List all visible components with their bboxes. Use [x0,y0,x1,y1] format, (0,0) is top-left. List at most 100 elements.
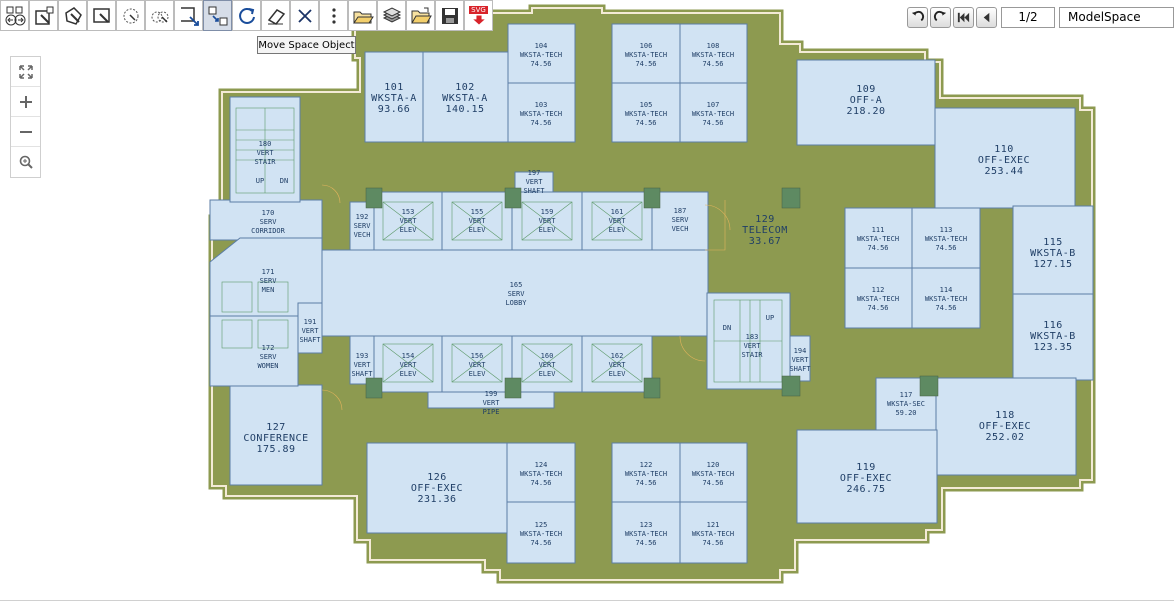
room-114[interactable] [911,267,981,329]
room-171[interactable] [209,237,323,317]
room-label-109-l2: OFF-A [850,95,883,106]
room-192[interactable] [349,201,375,251]
room-124[interactable] [506,442,576,503]
room-label-116-l3: 123.35 [1033,342,1072,353]
room-label-165-l1: 165 [510,281,523,289]
room-116[interactable] [1012,293,1094,381]
room-122[interactable] [611,442,681,503]
room-113[interactable] [911,207,981,269]
room-label-124-l3: 74.56 [530,479,551,487]
room-108[interactable] [679,23,748,84]
room-103[interactable] [507,82,576,143]
svg-export-icon: SVG [469,5,488,14]
room-119[interactable] [796,429,938,524]
room-label-171-l1: 171 [262,268,275,276]
zoom-window-button[interactable] [11,147,40,177]
room-label-101-l1: 101 [384,82,404,93]
rotate-button[interactable] [232,0,261,31]
room-165[interactable] [321,249,709,337]
room-109[interactable] [796,59,936,146]
page-indicator[interactable]: 1/2 [1001,7,1055,28]
room-label-192-l1: 192 [356,213,369,221]
room-label-197-l2: VERT [526,178,544,186]
room-102[interactable] [422,51,509,143]
redo-view-button[interactable] [930,7,951,28]
room-label-162-l3: ELEV [609,370,627,378]
room-123[interactable] [611,501,681,564]
room-label-193-l2: VERT [354,361,372,369]
draw-rect-button[interactable] [87,0,116,31]
open-file-button[interactable] [406,0,435,31]
save-button[interactable] [435,0,464,31]
room-label-112-l2: WKSTA-TECH [857,295,899,303]
room-127[interactable] [229,384,323,486]
room-118[interactable] [935,377,1077,476]
room-label-116-l1: 116 [1043,320,1063,331]
multi-circle-button[interactable] [145,0,174,31]
undo-redo-button[interactable] [0,0,29,31]
circle-select-button[interactable] [116,0,145,31]
room-label-197-l1: 197 [528,169,541,177]
room-125[interactable] [506,501,576,564]
open-button[interactable] [348,0,377,31]
undo-view-button[interactable] [907,7,928,28]
delete-button[interactable] [290,0,319,31]
draw-polygon-button[interactable] [58,0,87,31]
room-115[interactable] [1012,205,1094,295]
zoom-in-button[interactable] [11,87,40,117]
export-svg-button[interactable]: SVG [464,0,493,31]
room-112[interactable] [844,267,913,329]
undo-arrow-icon [911,11,924,22]
room-110[interactable] [934,107,1076,209]
room-label-159-l3: ELEV [539,226,557,234]
room-label-107-l2: WKSTA-TECH [692,110,734,118]
room-label-172-l3: WOMEN [257,362,278,370]
room-161[interactable] [581,191,653,251]
room-193[interactable] [349,335,375,385]
layers-button[interactable] [377,0,406,31]
room-104[interactable] [507,23,576,84]
room-label-192-l2: SERV [354,222,372,230]
space-select[interactable]: ModelSpace [1059,7,1174,28]
room-121[interactable] [679,501,748,564]
room-label-187-l3: VECH [672,225,689,233]
room-187[interactable] [651,191,709,251]
room-101[interactable] [364,51,424,143]
room-126[interactable] [366,442,508,534]
room-label-108-l1: 108 [707,42,720,50]
more-button[interactable] [319,0,348,31]
room-label-187-l1: 187 [674,207,687,215]
first-page-icon [957,12,970,23]
room-label-119-l1: 119 [856,462,876,473]
move-space-button[interactable] [203,0,232,31]
room-label-154-l1: 154 [402,352,415,360]
room-label-172-l2: SERV [260,353,278,361]
room-199[interactable] [427,391,555,409]
prev-page-button[interactable] [976,7,997,28]
first-page-button[interactable] [953,7,974,28]
room-label-156-l1: 156 [471,352,484,360]
select-button[interactable] [29,0,58,31]
room-105[interactable] [611,82,681,143]
room-label-104-l3: 74.56 [530,60,551,68]
room-154[interactable] [373,335,443,393]
room-label-154-l2: VERT [400,361,418,369]
fit-extents-button[interactable] [11,57,40,87]
room-107[interactable] [679,82,748,143]
down-arrow-icon [472,15,485,24]
room-label-102-l1: 102 [455,82,475,93]
rotate-icon [238,7,255,24]
eraser-button[interactable] [261,0,290,31]
room-191[interactable] [297,302,323,354]
room-label-118-l1: 118 [995,410,1015,421]
room-172[interactable] [209,315,299,387]
room-label-199-l3: PIPE [483,408,500,416]
room-label-159-l1: 159 [541,208,554,216]
room-label-103-l1: 103 [535,101,548,109]
tooltip: Move Space Object [257,36,356,54]
room-label-113-l3: 74.56 [935,244,956,252]
zoom-out-button[interactable] [11,117,40,147]
resize-button[interactable] [174,0,203,31]
room-label-115-l1: 115 [1043,237,1063,248]
